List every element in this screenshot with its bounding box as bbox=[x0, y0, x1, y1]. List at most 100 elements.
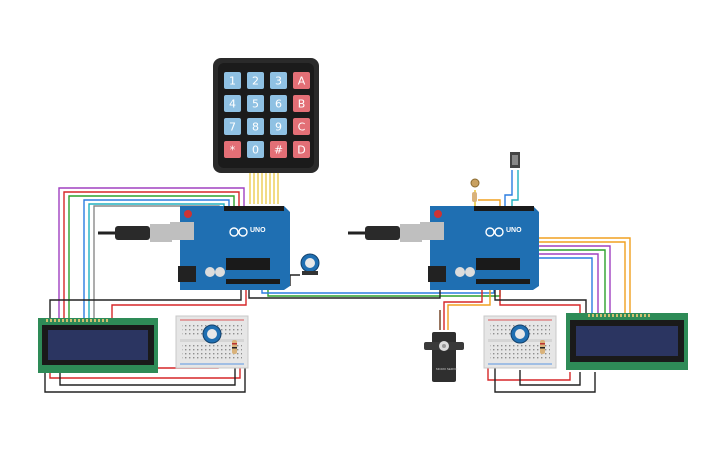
keypad-key-face bbox=[224, 141, 241, 158]
wire-black-left-2[interactable] bbox=[49, 286, 242, 318]
keypad-key[interactable]: C bbox=[293, 118, 310, 135]
arduino-right-power-jack bbox=[428, 266, 446, 282]
potentiometer-left-2[interactable] bbox=[202, 324, 222, 344]
arduino-left-logo-icon bbox=[229, 227, 248, 237]
wire-black-pot-left[interactable] bbox=[289, 274, 300, 286]
wire-purple-right-1[interactable] bbox=[530, 245, 611, 318]
servo-label: MICRO SERVO bbox=[436, 367, 458, 371]
pushbutton[interactable] bbox=[510, 152, 520, 168]
wire-black-right-4[interactable] bbox=[519, 370, 581, 386]
keypad-key[interactable]: 4 bbox=[224, 95, 241, 112]
keypad-inner bbox=[218, 63, 314, 168]
wire-black-left-4[interactable] bbox=[59, 360, 236, 386]
lcd-right-pins bbox=[588, 314, 650, 317]
keypad-key[interactable]: 7 bbox=[224, 118, 241, 135]
photoresistor bbox=[470, 178, 480, 202]
wire-green-right-1[interactable] bbox=[530, 249, 606, 318]
keypad-key-face bbox=[224, 72, 241, 89]
potentiometer-right[interactable] bbox=[510, 324, 530, 344]
keypad-key[interactable]: # bbox=[270, 141, 287, 158]
wire-orange-servo[interactable] bbox=[447, 290, 491, 330]
keypad-key[interactable]: A bbox=[293, 72, 310, 89]
keypad-key-label: 2 bbox=[252, 75, 259, 88]
keypad-key[interactable]: 9 bbox=[270, 118, 287, 135]
arduino-uno-right[interactable]: UNO bbox=[420, 206, 539, 290]
usb-cable-right bbox=[348, 224, 422, 242]
wire-red-servo[interactable] bbox=[443, 290, 483, 330]
resistor-left bbox=[232, 340, 237, 354]
wire-cyan-button[interactable] bbox=[511, 170, 519, 208]
lcd-16x2-left bbox=[38, 318, 158, 373]
potentiometer-left[interactable] bbox=[300, 253, 320, 275]
arduino-left-usb bbox=[170, 222, 194, 240]
keypad-key-face bbox=[293, 95, 310, 112]
lcd-right-screen bbox=[576, 326, 678, 356]
resistor-right bbox=[540, 340, 545, 354]
keypad-key-label: 7 bbox=[229, 121, 236, 134]
keypad-key-face bbox=[270, 72, 287, 89]
keypad-key[interactable]: B bbox=[293, 95, 310, 112]
lcd-16x2-right bbox=[566, 313, 688, 370]
wire-purple-right-2[interactable] bbox=[530, 253, 599, 318]
keypad-key-face bbox=[293, 141, 310, 158]
arduino-uno-left[interactable]: UNO bbox=[170, 206, 290, 290]
keypad-key[interactable]: 0 bbox=[247, 141, 264, 158]
arduino-right-board bbox=[430, 206, 539, 290]
arduino-left-header-top bbox=[224, 206, 284, 211]
keypad-key-label: 8 bbox=[252, 121, 259, 134]
keypad-key-label: 3 bbox=[275, 75, 282, 88]
arduino-left-reset-button[interactable] bbox=[184, 210, 192, 218]
keypad-key-face bbox=[270, 118, 287, 135]
wire-red-left-1[interactable] bbox=[63, 191, 240, 318]
arduino-left-chip bbox=[226, 258, 270, 270]
wire-orange-right-2[interactable] bbox=[530, 241, 626, 318]
arduino-right-reset-button[interactable] bbox=[434, 210, 442, 218]
wire-black-left-3[interactable] bbox=[44, 348, 246, 393]
arduino-right-header-top bbox=[474, 206, 534, 211]
arduino-left-power-jack bbox=[178, 266, 196, 282]
usb-cable-left bbox=[98, 224, 172, 242]
keypad-key-face bbox=[247, 118, 264, 135]
keypad-key-label: D bbox=[297, 144, 305, 157]
keypad-key-label: * bbox=[230, 144, 236, 157]
wire-orange-ldr[interactable] bbox=[478, 199, 501, 208]
arduino-right-logo-icon bbox=[485, 227, 504, 237]
keypad-key[interactable]: 3 bbox=[270, 72, 287, 89]
breadboard-right bbox=[483, 315, 557, 369]
arduino-right-chip bbox=[476, 258, 520, 270]
keypad-key[interactable]: 5 bbox=[247, 95, 264, 112]
arduino-right-usb bbox=[420, 222, 444, 240]
keypad-key[interactable]: 8 bbox=[247, 118, 264, 135]
keypad-key-label: # bbox=[274, 144, 283, 157]
keypad-key[interactable]: 6 bbox=[270, 95, 287, 112]
keypad-key[interactable]: 1 bbox=[224, 72, 241, 89]
wire-black-right-3[interactable] bbox=[494, 348, 596, 393]
wire-black-cross[interactable] bbox=[248, 286, 441, 299]
keypad-key-label: 1 bbox=[229, 75, 236, 88]
wire-red-right-2[interactable] bbox=[499, 290, 581, 318]
wire-black-right-2[interactable] bbox=[494, 290, 587, 318]
keypad-key[interactable]: D bbox=[293, 141, 310, 158]
keypad-key[interactable]: 2 bbox=[247, 72, 264, 89]
keypad-key-face bbox=[247, 95, 264, 112]
keypad-key-label: B bbox=[298, 98, 306, 111]
wire-blue-right-1[interactable] bbox=[530, 257, 593, 318]
wire-purple-left-1[interactable] bbox=[58, 187, 245, 318]
arduino-left-board bbox=[180, 206, 290, 290]
arduino-left-header-bottom bbox=[226, 279, 280, 284]
wire-green-left-1[interactable] bbox=[68, 195, 235, 318]
micro-servo[interactable]: MICRO SERVO bbox=[424, 332, 464, 382]
keypad-key-label: A bbox=[298, 75, 306, 88]
wire-blue-button[interactable] bbox=[504, 170, 513, 208]
keypad-key-face bbox=[224, 118, 241, 135]
keypad-key-face bbox=[293, 72, 310, 89]
keypad-key-face bbox=[270, 141, 287, 158]
wire-blue-left-1[interactable] bbox=[83, 199, 230, 318]
keypad-key[interactable]: * bbox=[224, 141, 241, 158]
keypad-key-label: C bbox=[298, 121, 306, 134]
wire-orange-right-1[interactable] bbox=[530, 237, 631, 318]
wire-red-left-2[interactable] bbox=[111, 286, 247, 318]
keypad-key-label: 6 bbox=[275, 98, 282, 111]
